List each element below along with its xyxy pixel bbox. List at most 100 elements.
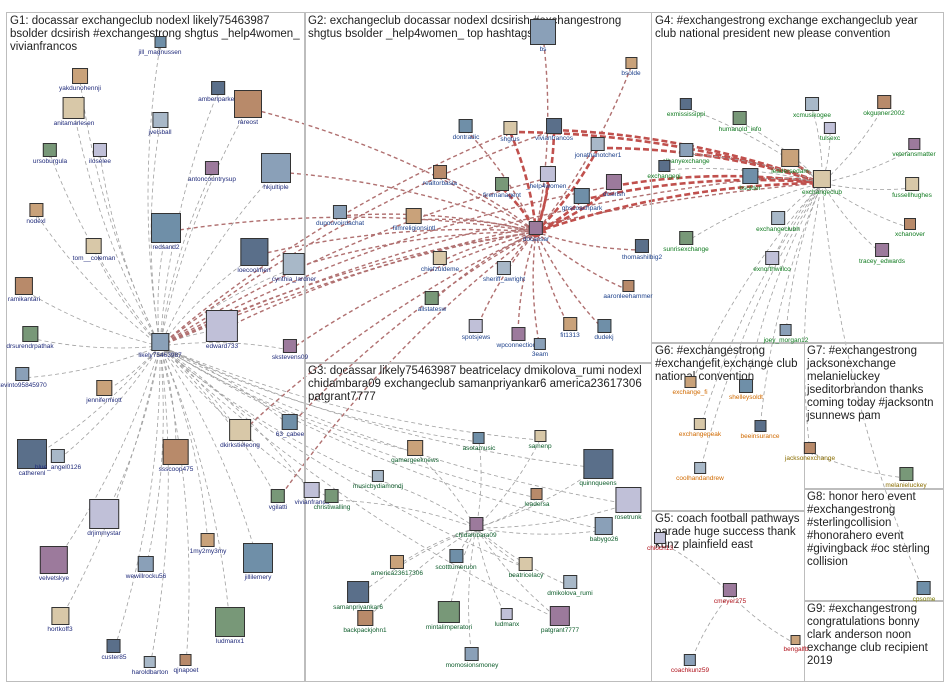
node-loecoolmen[interactable]: loecoolmen	[237, 238, 271, 274]
node-nodexl[interactable]: nodexl	[26, 203, 46, 225]
node-qjnapoet[interactable]: qjnapoet	[174, 654, 198, 674]
node-realtorbasia[interactable]: realtorbasia	[423, 165, 457, 187]
node-samenp[interactable]: samenp	[528, 430, 552, 450]
node-vivianfranco-g1[interactable]: vivianfranco	[295, 482, 329, 506]
node-xchanover[interactable]: xchanover	[895, 218, 925, 238]
node-yakdunohennji[interactable]: yakdunohennji	[59, 68, 101, 92]
node-beatricelacy[interactable]: beatricelacy	[509, 557, 543, 579]
node-bs[interactable]: bs	[530, 19, 556, 53]
node-coolhandandrew[interactable]: coolhandandrew	[676, 462, 724, 482]
node-ghscoachpark[interactable]: ghscoachpark	[562, 188, 602, 212]
node-dkirkstieleong[interactable]: dkirkstieleong	[220, 419, 260, 449]
node-sunrisexchange[interactable]: sunrisexchange	[663, 231, 709, 253]
node-momosionsmoney[interactable]: momosionsmoney	[446, 647, 498, 669]
node-velvetskye[interactable]: velvetskye	[39, 546, 69, 582]
node-vgilatti[interactable]: vgilatti	[269, 489, 287, 511]
node-haroldbarton[interactable]: haroldbarton	[132, 656, 168, 676]
node-allstatesw[interactable]: allstatesw	[418, 291, 446, 313]
node-shgtus[interactable]: shgtus	[500, 121, 520, 143]
node-rareost[interactable]: rareost	[234, 90, 262, 126]
node-edward733[interactable]: edward733	[206, 310, 238, 350]
node-leadersedam[interactable]: leadersedam	[771, 149, 809, 175]
node-beeinsurance[interactable]: beeinsurance	[740, 420, 780, 440]
node-jacksonexchange[interactable]: jacksonexchange	[785, 442, 835, 462]
node-christiwalling[interactable]: christiwalling	[314, 489, 350, 511]
node-wpconnections[interactable]: wpconnections	[497, 327, 540, 349]
node-redsand2[interactable]: redsand2	[151, 213, 181, 251]
node-amberlparke1[interactable]: amberlparke1	[198, 81, 238, 103]
node-sheriff-awright[interactable]: sheriff_awright	[483, 261, 525, 283]
node-3eam[interactable]: 3eam	[532, 338, 548, 358]
node-patgrant7777[interactable]: patgrant7777	[541, 606, 579, 634]
node-cmeyer275[interactable]: cmeyer275	[714, 583, 746, 605]
node-exchangeclub[interactable]: exchangeclub	[802, 170, 842, 196]
node-antoncountrysup[interactable]: antoncountrysup	[188, 161, 236, 183]
node-exchangepeak[interactable]: exchangepeak	[679, 418, 721, 438]
node-fit1313[interactable]: fit1313	[560, 317, 580, 339]
node-dontradic[interactable]: dontradic	[453, 119, 479, 141]
node-1my2my3my[interactable]: 1my2my3my	[190, 533, 226, 555]
node-rosetrunk[interactable]: rosetrunk	[614, 487, 642, 521]
node-albanyexchange[interactable]: albanyexchange	[662, 143, 710, 165]
node-drjimmystar[interactable]: drjimmystar	[87, 499, 121, 537]
node-jillilemery[interactable]: jillilemery	[243, 543, 273, 581]
node-jennifermiott[interactable]: jennifermiott	[86, 380, 122, 404]
node-exchangegi[interactable]: exchangegi	[647, 160, 681, 180]
node-63-cabee[interactable]: 63_cabee	[276, 414, 304, 438]
node-coachkunz59[interactable]: coachkunz59	[671, 654, 709, 674]
node-exmississippi[interactable]: exmississippi	[667, 98, 705, 118]
node-exnorthwillco[interactable]: exnorthwillco	[753, 251, 791, 273]
node-skstevens09[interactable]: skstevens09	[272, 339, 308, 361]
node-quinnqueens[interactable]: quinnqueens	[579, 449, 617, 487]
node-babygo26[interactable]: babygo26	[590, 517, 618, 543]
node-samanpriyankar6[interactable]: samanpriyankar6	[333, 581, 383, 611]
node-ssscoop475[interactable]: ssscoop475	[159, 439, 193, 473]
node-joey-morgan12[interactable]: joey_morgan12	[764, 324, 808, 344]
node-asotamusic[interactable]: asotamusic	[463, 432, 495, 452]
node-veteransmatter[interactable]: veteransmatter	[892, 138, 936, 158]
node-gamergeeknews[interactable]: gamergeeknews	[391, 440, 439, 464]
node-hortkoff3[interactable]: hortkoff3	[47, 607, 73, 633]
node-mintalimperatori[interactable]: mintalimperatori	[426, 601, 472, 631]
node-exchangeclubh[interactable]: exchangeclubh	[756, 211, 800, 233]
node-hkjultiple[interactable]: hkjultiple	[261, 153, 291, 191]
node-bsolde[interactable]: bsolde	[621, 57, 641, 77]
node-jvelsball[interactable]: jvelsball	[148, 112, 172, 136]
node-jonathanotcher1[interactable]: jonathanotcher1	[575, 137, 621, 159]
node-vivianfrancos[interactable]: vivianfrancos	[535, 118, 573, 142]
node-thomashilbig2[interactable]: thomashilbig2	[622, 239, 662, 261]
node-chloch13[interactable]: chloch13	[647, 532, 673, 552]
node-musicbydiamondj[interactable]: musicbydiamondj	[353, 470, 403, 490]
node-blue-angel0126[interactable]: blue_angel0126	[35, 449, 81, 471]
node-bengalfb[interactable]: bengalfb	[784, 635, 808, 653]
node-bsolder[interactable]: bsolder	[739, 168, 761, 192]
node-chidambara09[interactable]: chidambara09	[455, 517, 497, 539]
node-exchange-fi[interactable]: exchange_fi	[672, 376, 708, 396]
node-shelleysoldt[interactable]: shelleysoldt	[729, 379, 763, 401]
node-chiefzuldeme[interactable]: chiefzuldeme	[421, 251, 459, 273]
node-aaronleehammer[interactable]: aaronleehammer	[603, 280, 653, 300]
node-okgunner2002[interactable]: okgunner2002	[863, 95, 905, 117]
node-anitamarlesen[interactable]: anitamarlesen	[54, 97, 94, 127]
node-fussellhughes[interactable]: fussellhughes	[892, 177, 932, 199]
node-tulsexc[interactable]: tulsexc	[820, 122, 840, 142]
node-dudekj[interactable]: dudekj	[594, 319, 614, 341]
node-melanieluckey[interactable]: melanieluckey	[885, 467, 927, 489]
node-dupouvoirdachat[interactable]: dupouvoirdachat	[316, 205, 364, 227]
node-backpackjohn1[interactable]: backpackjohn1	[343, 610, 387, 634]
node-humanold-info[interactable]: humanold_info	[719, 111, 761, 133]
node-leadersa[interactable]: leadersa	[525, 488, 549, 508]
node-tracey-edwards[interactable]: tracey_edwards	[859, 243, 905, 265]
node-custer85[interactable]: custer85	[102, 639, 126, 661]
node-drsurendrpathak[interactable]: drsurendrpathak	[6, 326, 54, 350]
node-likely75463987[interactable]: likely75463987	[138, 333, 182, 359]
node-filmreligionsintl[interactable]: filmreligionsintl	[393, 208, 435, 232]
node-ursoburgula[interactable]: ursoburgula	[33, 143, 67, 165]
node-dmikolova-rumi[interactable]: dmikolova_rumi	[547, 575, 593, 597]
node-ludmanx[interactable]: ludmanx	[495, 608, 519, 628]
node-ludmanx1[interactable]: ludmanx1	[215, 607, 245, 645]
node--help4women-[interactable]: _help4women_	[526, 166, 570, 190]
node-ramikantari[interactable]: ramikantari	[8, 277, 40, 303]
node-docassar[interactable]: docassar	[523, 221, 549, 243]
node-tom--coleman[interactable]: tom__coleman	[73, 238, 115, 262]
